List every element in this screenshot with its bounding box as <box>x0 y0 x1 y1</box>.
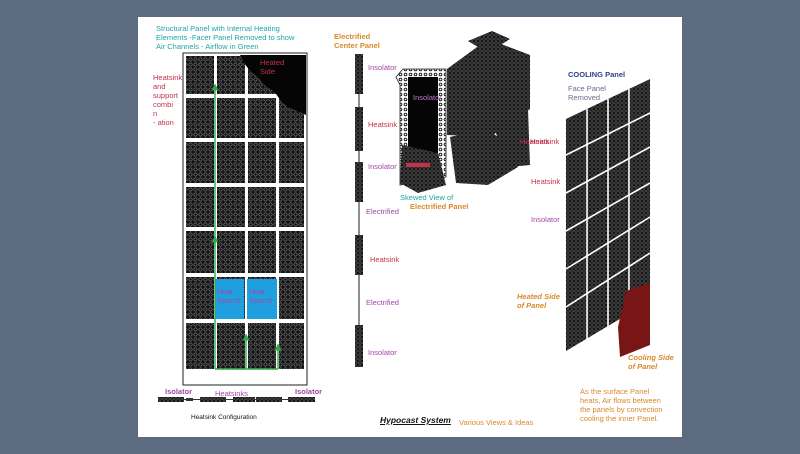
heatsink-support-label: Heatsink and support combi n - ation <box>153 73 182 127</box>
skewed-insolator-label: Insolator <box>413 93 442 102</box>
structural-panel <box>183 53 307 385</box>
electrified-strip <box>355 54 363 367</box>
isolator-right-label: Isolator <box>295 387 322 396</box>
structural-panel-title: Structural Panel with Internal Heating E… <box>156 24 294 51</box>
diagram-graphics <box>138 17 682 437</box>
insolator-label-2: Insolator <box>368 162 397 171</box>
heatsink-configuration-caption: Heatsink Configuration <box>191 413 257 422</box>
cooling-panel <box>566 79 650 357</box>
heated-side-of-panel-label: Heated Side of Panel <box>517 292 560 310</box>
electrified-center-panel-label: Electrified Center Panel <box>334 32 380 50</box>
heatsink-label-1: Heatsink <box>368 120 397 129</box>
cooling-heatsink-label-1: Heatsink <box>530 137 559 146</box>
heatsinks-label: Heatsinks <box>215 389 248 398</box>
hypocast-system-title: Hypocast System <box>380 416 451 425</box>
cooling-insolator-label: Insolator <box>531 215 560 224</box>
electrified-label-2: Electrified <box>366 298 399 307</box>
heat-source-2-label: Heat Source <box>249 287 273 305</box>
skewed-view-label: Skewed View of <box>400 193 453 202</box>
face-panel-removed-label: Face Panel Removed <box>568 84 606 102</box>
isolator-left-label: Isolator <box>165 387 192 396</box>
insolator-label-3: Insolator <box>368 348 397 357</box>
insolator-label-1: Insolator <box>368 63 397 72</box>
cooling-side-of-panel-label: Cooling Side of Panel <box>628 353 674 371</box>
cooling-panel-label: COOLING Panel <box>568 70 625 79</box>
surface-panel-note: As the surface Panel heats, Air flows be… <box>580 387 663 423</box>
electrified-label-1: Electrified <box>366 207 399 216</box>
heated-side-label: Heated Side <box>260 58 284 76</box>
diagram-sheet: Structural Panel with Internal Heating E… <box>138 17 682 437</box>
heat-source-1-label: Heat Source <box>217 287 241 305</box>
heatsink-label-2: Heatsink <box>370 255 399 264</box>
cooling-heatsink-label-2: Heatsink <box>531 177 560 186</box>
skewed-electrified-panel <box>396 31 530 193</box>
various-views-caption: Various Views & Ideas <box>459 418 533 427</box>
electrified-panel-label: Electrified Panel <box>410 202 468 211</box>
